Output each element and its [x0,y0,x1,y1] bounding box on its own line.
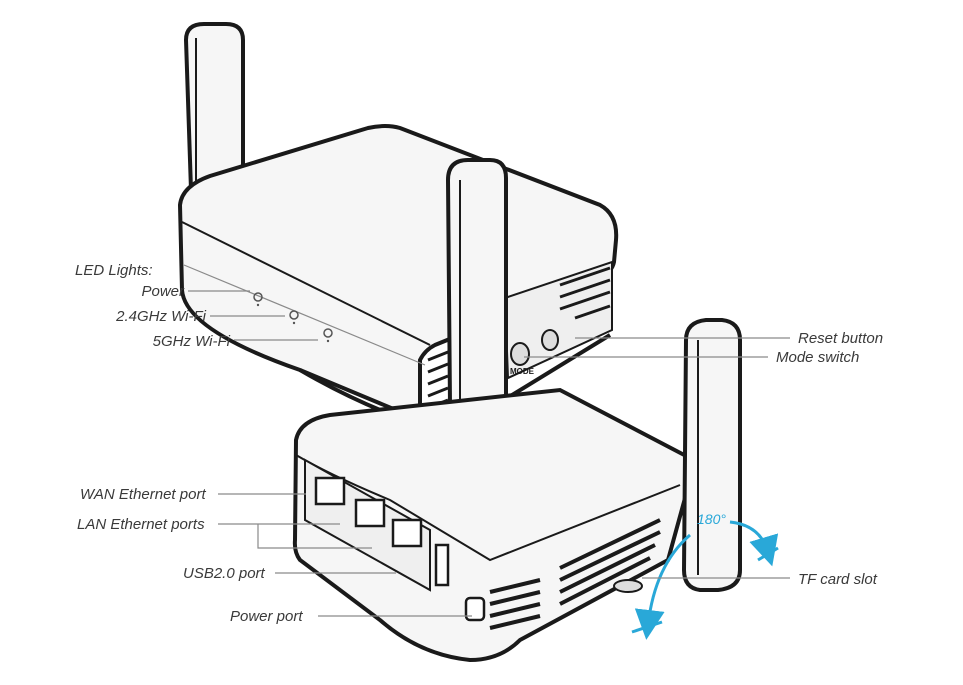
rotation-indicator [631,520,779,640]
label-usb-port: USB2.0 port [183,565,265,582]
reset-button-icon [541,329,559,351]
usb-port-icon [434,543,450,587]
label-mode-text: MODE [510,367,534,376]
front-antenna-top-router [445,158,508,428]
label-wifi-24: 2.4GHz Wi-Fi [116,308,206,325]
label-tf-card-slot: TF card slot [798,571,877,588]
led-wifi5-icon [323,328,333,343]
wan-port-icon [314,476,346,506]
power-port-icon [464,596,486,622]
label-wifi-5: 5GHz Wi-Fi [152,333,230,350]
label-wan-port: WAN Ethernet port [80,486,206,503]
label-lan-ports: LAN Ethernet ports [77,516,205,533]
leader-lines [188,290,790,617]
label-mode-switch: Mode switch [776,349,860,366]
label-power-port: Power port [230,608,303,625]
lan-port-icon [354,498,423,548]
label-led-lights: LED Lights: [75,262,153,279]
label-power: Power [141,283,184,300]
label-reset-button: Reset button [798,330,884,347]
tf-card-slot-icon [613,579,643,593]
led-power-icon [253,292,263,307]
label-rotation: 180° [697,511,726,527]
bottom-router-body [292,387,696,663]
led-wifi24-icon [289,310,299,325]
mode-switch-icon [510,342,530,366]
rotatable-antenna [681,318,742,592]
top-router-body [177,124,619,433]
